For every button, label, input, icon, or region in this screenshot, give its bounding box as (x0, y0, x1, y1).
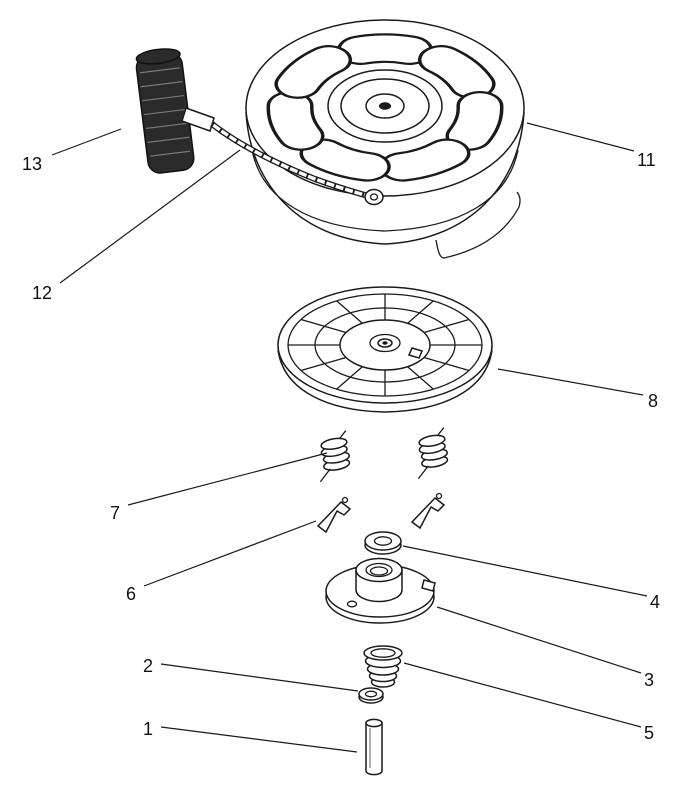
callout-2: 2 (143, 656, 359, 692)
spring-leg (417, 465, 429, 480)
part-recoil-housing (245, 19, 525, 259)
retainer-small-hole (346, 600, 358, 608)
callout-13: 13 (22, 128, 122, 174)
callout-5: 5 (403, 662, 654, 743)
part-pawl-right (410, 492, 446, 530)
pin-body (365, 722, 383, 776)
leader-line (436, 606, 642, 674)
pulley-center-hole (382, 341, 388, 345)
housing-vent-slots (266, 33, 504, 182)
callout-1: 1 (143, 719, 358, 753)
part-pawl-retainer (325, 557, 436, 624)
leader-line (497, 368, 644, 396)
leader-line (160, 663, 359, 692)
leader-line (143, 520, 317, 587)
small-washer-hole (364, 690, 378, 698)
callout-6: 6 (126, 520, 317, 604)
part-compression-spring (363, 645, 403, 688)
housing-rim-line (251, 149, 519, 232)
callout-4: 4 (402, 545, 660, 612)
callout-label: 12 (32, 283, 52, 303)
part-coil-spring-right (417, 427, 449, 480)
handle-rope-ferrule (181, 107, 215, 132)
retainer-center-hole (365, 562, 393, 578)
callout-label: 7 (110, 503, 120, 523)
retainer-tab (421, 579, 436, 592)
callouts: 13 12 11 8 7 6 4 3 (22, 122, 660, 753)
callout-label: 5 (644, 723, 654, 743)
washer-hole (373, 536, 393, 546)
callout-7: 7 (110, 452, 328, 523)
callout-label: 13 (22, 154, 42, 174)
rope-anchor (364, 188, 384, 206)
part-pin (365, 718, 383, 776)
pin-top (365, 718, 383, 728)
callout-label: 6 (126, 584, 136, 604)
callout-label: 1 (143, 719, 153, 739)
callout-label: 3 (644, 670, 654, 690)
callout-11: 11 (526, 122, 656, 170)
part-pawl-left (316, 496, 352, 534)
callout-label: 2 (143, 656, 153, 676)
part-washer (364, 531, 402, 555)
leader-line (526, 122, 635, 152)
leader-line (160, 726, 358, 753)
callout-label: 11 (637, 150, 656, 170)
handle-top-cap (135, 48, 181, 65)
callout-label: 8 (648, 391, 658, 411)
leader-line (402, 545, 648, 597)
retainer-boss-top (355, 557, 403, 583)
part-small-washer (358, 687, 384, 704)
callout-12: 12 (32, 149, 241, 303)
housing-hub-center-dot (379, 102, 391, 110)
leader-line (403, 662, 642, 728)
part-starter-rope (210, 121, 384, 206)
leader-line (59, 149, 241, 284)
callout-8: 8 (497, 368, 658, 411)
leader-line (51, 128, 122, 156)
part-coil-spring-left (319, 430, 351, 483)
callout-3: 3 (436, 606, 654, 690)
leader-line (127, 452, 328, 506)
pawl-pin (435, 492, 443, 500)
spring-leg (319, 468, 331, 483)
part-starter-pulley (277, 286, 493, 413)
handle-grip-body (135, 48, 195, 174)
pulley-spokes (288, 294, 482, 396)
callout-label: 4 (650, 592, 660, 612)
pulley-key-tab (407, 347, 424, 359)
housing-lower-lip (435, 191, 521, 259)
pawl-pin (341, 496, 349, 504)
part-starter-handle (135, 48, 215, 174)
